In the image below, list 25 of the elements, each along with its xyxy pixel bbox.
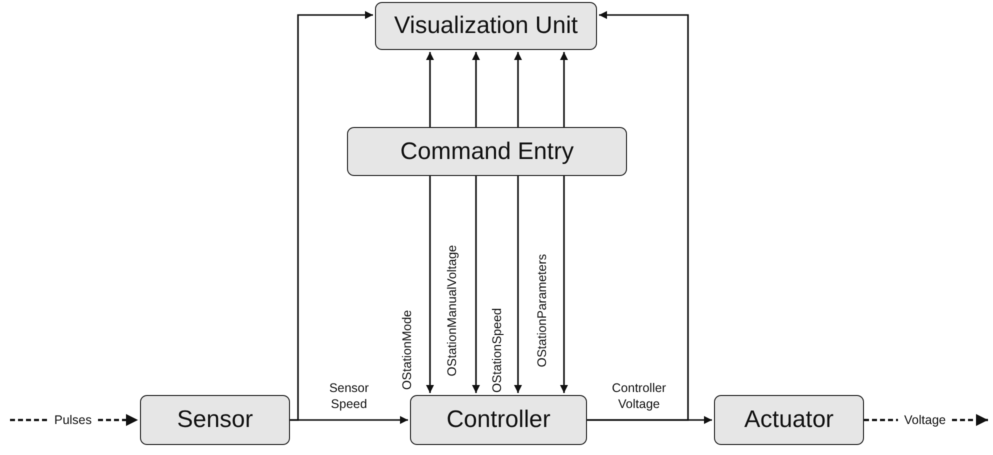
process-box [375, 2, 597, 50]
arrow [587, 11, 689, 421]
arrow [560, 176, 568, 393]
edge-label: OStationManualVoltage [444, 244, 460, 376]
node-label: Sensor [176, 406, 254, 434]
edge-label: OStationMode [399, 310, 415, 390]
arrow [514, 52, 522, 127]
process-box [140, 395, 290, 445]
edge-label: OStationSpeed [489, 308, 505, 392]
edge-label: OStationParameters [534, 254, 550, 367]
node-label: Controller [446, 406, 551, 434]
node-label: Command Entry [400, 138, 574, 166]
arrow [472, 52, 480, 127]
arrow [472, 176, 480, 393]
arrow [290, 11, 373, 421]
edge-label: Voltage [898, 412, 952, 428]
node-label: Actuator [744, 406, 834, 434]
arrow [560, 52, 568, 127]
process-box [714, 395, 864, 445]
process-box [410, 395, 587, 445]
process-box [347, 127, 627, 176]
node-label: Visualization Unit [394, 12, 578, 40]
arrow [426, 52, 434, 127]
arrow [514, 176, 522, 393]
arrow [426, 176, 434, 393]
